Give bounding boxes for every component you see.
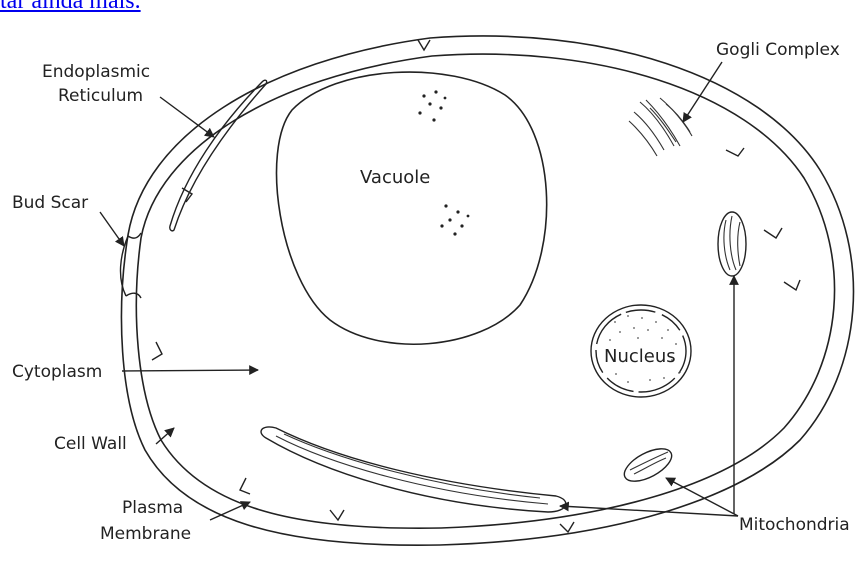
label-endoplasmic-line1: Endoplasmic: [42, 62, 150, 82]
label-golgi: Gogli Complex: [716, 40, 840, 60]
label-vacuole: Vacuole: [360, 167, 430, 188]
label-mitochondria: Mitochondria: [739, 515, 850, 535]
label-plasma-line1: Plasma: [122, 498, 183, 518]
plasma-membrane-outline: [136, 54, 834, 528]
label-cell-wall: Cell Wall: [54, 434, 127, 454]
golgi-complex: [629, 98, 692, 156]
label-endoplasmic-line2: Reticulum: [58, 86, 143, 106]
cell-wall-outline: [121, 36, 853, 545]
label-bud-scar: Bud Scar: [12, 193, 88, 213]
vacuole-outline: [277, 72, 547, 344]
label-plasma-line2: Membrane: [100, 524, 191, 544]
mitochondrion-elongated: [261, 427, 566, 512]
label-nucleus: Nucleus: [604, 346, 676, 367]
mitochondrion-upper: [718, 212, 746, 276]
leader-lines: [100, 62, 738, 520]
label-cytoplasm: Cytoplasm: [12, 362, 102, 382]
vacuole-granules: [418, 90, 469, 235]
wall-notches: [152, 40, 800, 532]
endoplasmic-reticulum: [170, 80, 267, 231]
mitochondrion-lower: [619, 442, 676, 488]
